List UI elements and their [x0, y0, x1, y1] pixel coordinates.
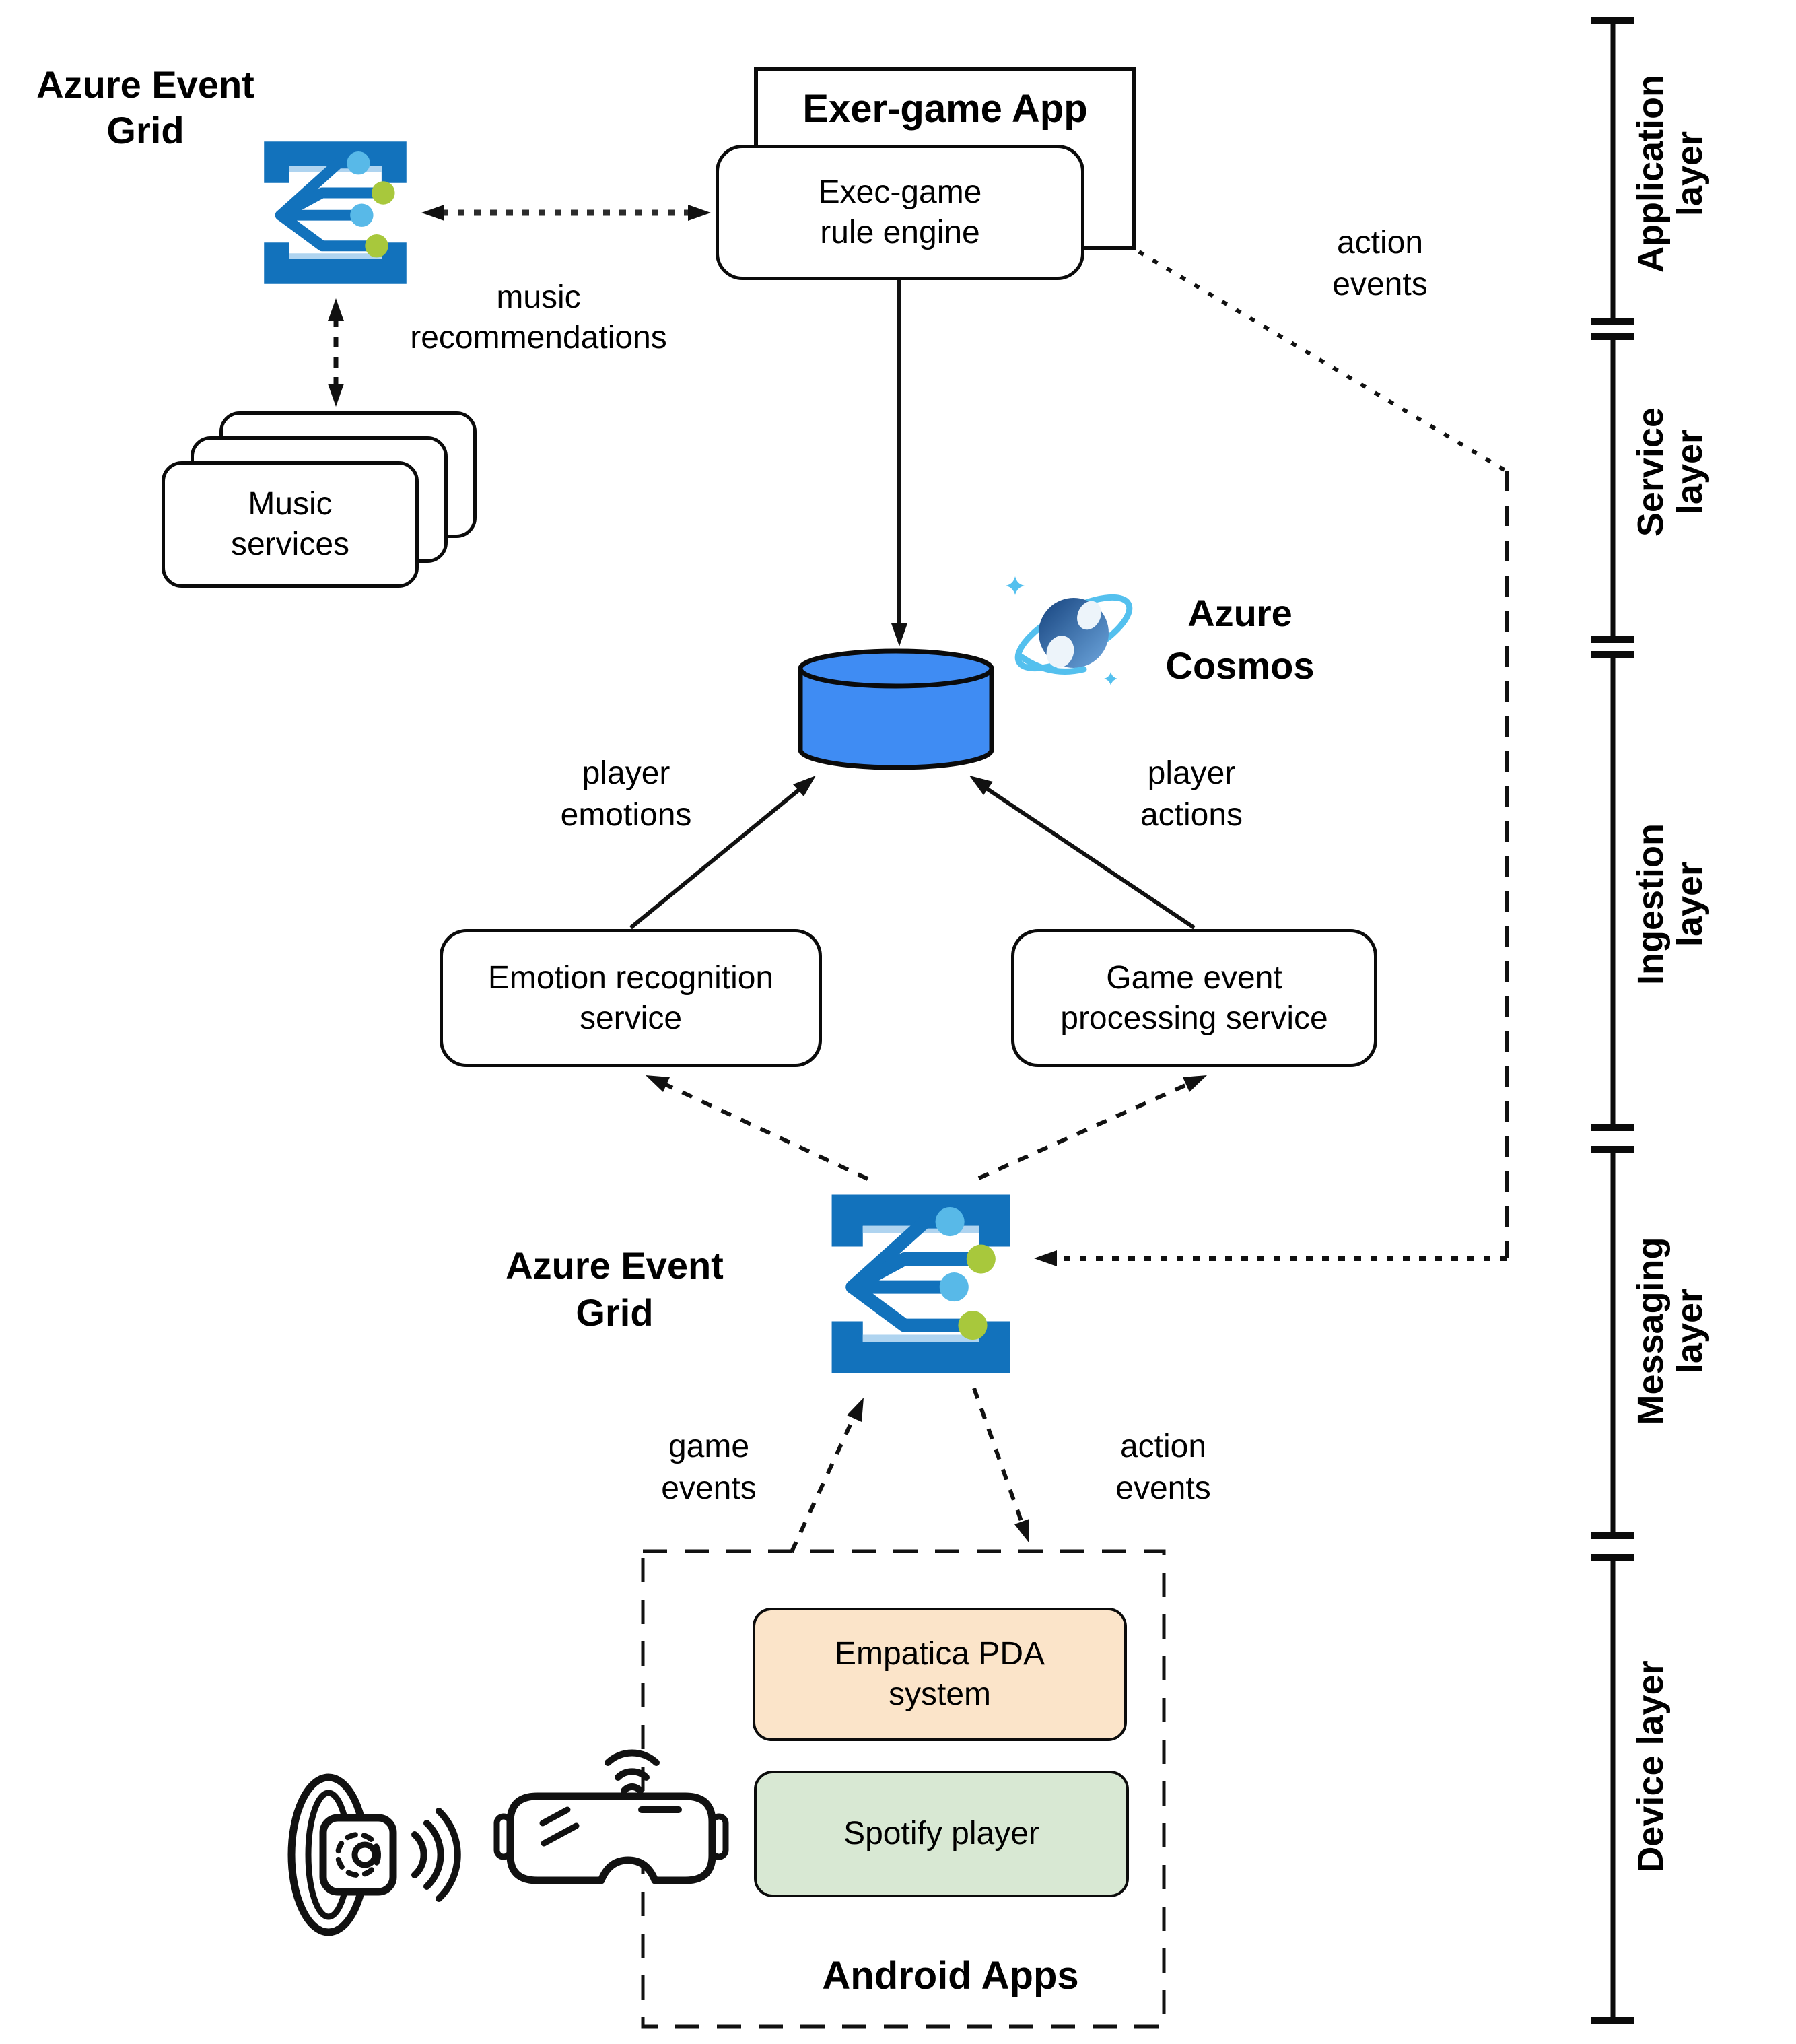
game-events-line1: game	[668, 1429, 750, 1464]
game-events-arrow	[790, 1398, 864, 1553]
game-events-line2: events	[661, 1470, 757, 1506]
empatica-line1: Empatica PDA	[834, 1636, 1045, 1672]
event-grid-top-title-line1: Azure Event	[36, 63, 254, 106]
layer-ingestion-line1: Ingestion	[1630, 823, 1671, 985]
emotion-recognition-box: Emotion recognition service	[440, 929, 822, 1067]
player-emotions-line1: player	[582, 755, 670, 791]
layer-device-line1: Device layer	[1630, 1660, 1671, 1873]
cosmos-label: Azure Cosmos	[1166, 587, 1315, 692]
layer-messaging-line1: Messaging	[1630, 1237, 1671, 1425]
layer-service-line1: Service	[1630, 407, 1671, 537]
music-recommendations-line1: music	[496, 279, 581, 315]
layer-label-ingestion: Ingestion layer	[1630, 823, 1710, 985]
spotify-label: Spotify player	[843, 1816, 1039, 1851]
emotion-service-line2: service	[579, 1000, 683, 1036]
android-apps-title: Android Apps	[822, 1954, 1079, 1998]
game-events-label: game events	[661, 1426, 756, 1509]
action-events-app-line1: action	[1336, 225, 1424, 261]
layer-label-service: Service layer	[1630, 407, 1710, 537]
grid-to-emotion-arrow	[646, 1075, 869, 1181]
player-actions-arrow	[969, 776, 1196, 930]
player-emotions-line2: emotions	[560, 797, 692, 833]
vr-headset-icon	[493, 1749, 729, 1884]
empatica-line2: system	[888, 1676, 991, 1712]
action-events-device-line1: action	[1119, 1429, 1207, 1464]
player-emotions-label: player emotions	[561, 753, 692, 836]
cosmos-planet-icon	[1006, 576, 1133, 685]
grid-to-game-service-arrow	[977, 1075, 1207, 1180]
event-grid-icon-mid	[832, 1195, 1010, 1373]
rule-engine-box: Exec-game rule engine	[716, 145, 1084, 280]
cosmos-label-line2: Cosmos	[1165, 644, 1315, 687]
action-events-device-line2: events	[1115, 1470, 1211, 1506]
player-actions-line1: player	[1147, 755, 1236, 791]
music-recommendations-label: music recommendations	[410, 277, 667, 358]
grid-music-services-arrow	[328, 298, 344, 407]
action-events-app-line2: events	[1332, 267, 1428, 302]
music-services-line2: services	[230, 526, 350, 562]
cosmos-label-line1: Azure	[1187, 592, 1292, 634]
layer-ingestion-line2: layer	[1669, 861, 1710, 947]
rule-engine-line2: rule engine	[820, 214, 980, 250]
game-service-line1: Game event	[1106, 959, 1282, 996]
event-grid-icon-top	[264, 141, 407, 284]
music-recommendations-line2: recommendations	[410, 320, 667, 355]
layer-application-line2: layer	[1669, 131, 1710, 217]
event-grid-mid-title-line1: Azure Event	[506, 1244, 724, 1287]
rule-engine-line1: Exec-game	[818, 174, 982, 210]
event-grid-mid-title-line2: Grid	[576, 1291, 654, 1334]
layer-ruler	[1591, 17, 1634, 2024]
smartwatch-icon	[287, 1773, 461, 1936]
game-event-processing-box: Game event processing service	[1011, 929, 1377, 1067]
event-grid-top-title: Azure Event Grid	[36, 62, 254, 154]
emotion-service-line1: Emotion recognition	[487, 959, 774, 996]
exergame-app-title: Exer-game App	[802, 87, 1088, 131]
event-grid-mid-title: Azure Event Grid	[506, 1242, 724, 1336]
action-events-down-arrow	[972, 1387, 1029, 1543]
rule-engine-to-cosmos-arrow	[891, 280, 907, 646]
player-emotions-arrow	[629, 776, 816, 930]
music-services-line1: Music	[248, 486, 333, 522]
layer-service-line2: layer	[1669, 429, 1710, 515]
layer-label-device: Device layer	[1630, 1660, 1671, 1873]
music-recommendations-arrow	[421, 205, 711, 221]
player-actions-label: player actions	[1140, 753, 1243, 836]
action-events-device-label: action events	[1115, 1426, 1210, 1509]
spotify-player-box: Spotify player	[754, 1771, 1129, 1897]
action-events-app-label: action events	[1332, 222, 1427, 306]
empatica-pda-box: Empatica PDA system	[753, 1608, 1127, 1741]
layer-label-messaging: Messaging layer	[1630, 1237, 1710, 1425]
music-services-box: Music services	[162, 461, 419, 588]
layer-label-application: Application layer	[1630, 75, 1710, 273]
layer-application-line1: Application	[1630, 75, 1671, 273]
action-events-return-path	[1034, 250, 1509, 1266]
player-actions-line2: actions	[1140, 797, 1243, 833]
layer-messaging-line2: layer	[1669, 1288, 1710, 1374]
game-service-line2: processing service	[1060, 1000, 1328, 1036]
cosmos-db-cylinder	[798, 648, 994, 770]
event-grid-top-title-line2: Grid	[106, 109, 184, 151]
